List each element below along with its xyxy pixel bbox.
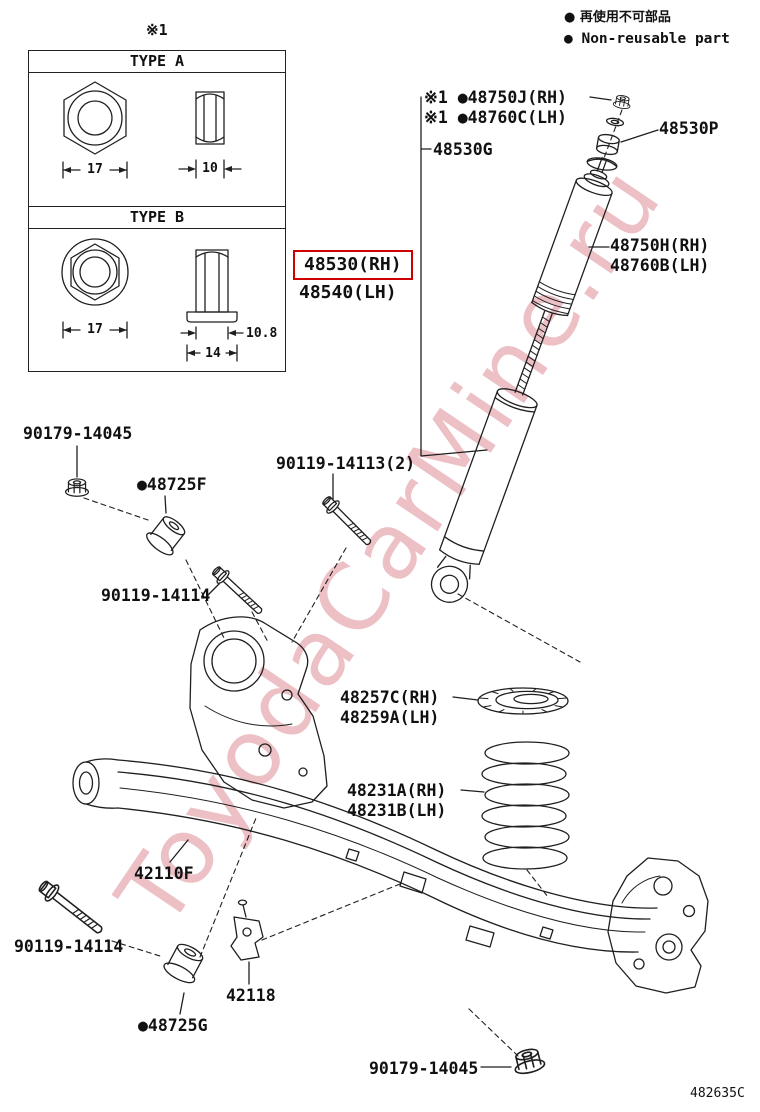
part-label-48750j-rh[interactable]: ※1 ●48750J(RH) <box>424 88 567 107</box>
part-label-90179-14045-bottom[interactable]: 90179-14045 <box>369 1059 479 1078</box>
part-label-48231a-rh[interactable]: 48231A(RH) <box>347 781 447 800</box>
dim-type-b-height: 10.8 <box>246 326 278 341</box>
spring-seat-drawing <box>477 687 569 715</box>
part-label-48540-lh[interactable]: 48540(LH) <box>299 282 397 303</box>
part-label-90119-14114-bottom[interactable]: 90119-14114 <box>14 937 124 956</box>
part-label-48725g[interactable]: ●48725G <box>138 1016 208 1035</box>
part-label-42118[interactable]: 42118 <box>226 986 276 1005</box>
dim-type-b-across-flats: 17 <box>87 322 103 337</box>
part-label-90119-14114-mid[interactable]: 90119-14114 <box>101 586 211 605</box>
part-label-42110f[interactable]: 42110F <box>134 864 194 883</box>
part-label-90179-14045-top[interactable]: 90179-14045 <box>23 424 133 443</box>
part-label-48760c-lh[interactable]: ※1 ●48760C(LH) <box>424 108 567 127</box>
dim-type-a-across-flats: 17 <box>87 162 103 177</box>
part-label-90119-14113[interactable]: 90119-14113(2) <box>276 454 416 473</box>
part-label-48231b-lh[interactable]: 48231B(LH) <box>347 801 447 820</box>
shock-absorber-drawing <box>430 157 613 603</box>
coil-spring-drawing <box>481 741 570 870</box>
part-label-48530-rh-highlighted[interactable]: 48530(RH) <box>293 250 413 280</box>
nut-90179-bottom-drawing <box>510 1045 547 1077</box>
type-a-nut-drawings <box>63 81 225 155</box>
leader-lines <box>76 96 659 1068</box>
dim-type-b-flange: 14 <box>205 346 221 361</box>
shock-mount-parts-drawing <box>586 93 633 171</box>
bushing-48725f-drawing <box>146 516 186 556</box>
part-label-48750h-rh[interactable]: 48750H(RH) <box>610 236 710 255</box>
dimension-lines <box>62 159 244 362</box>
bushing-48725g-drawing <box>163 943 204 984</box>
bolt-14114-mid-drawing <box>208 562 267 619</box>
part-label-48259a-lh[interactable]: 48259A(LH) <box>340 708 440 727</box>
ref-note-1: ※1 <box>146 21 168 39</box>
bolt-14113-drawing <box>318 492 376 550</box>
nut-type-box: TYPE A TYPE B <box>28 50 286 372</box>
bolt-14114-bottom-drawing <box>34 876 108 940</box>
bracket-42118-drawing <box>230 899 264 961</box>
part-label-48530g[interactable]: 48530G <box>433 140 493 159</box>
axle-beam-drawing <box>72 616 709 994</box>
dim-type-a-height: 10 <box>202 161 218 176</box>
nut-90179-top-drawing <box>64 478 90 497</box>
type-a-header: TYPE A <box>29 51 285 73</box>
legend: ● 再使用不可部品 ● Non-reusable part <box>564 8 730 50</box>
part-label-48257c-rh[interactable]: 48257C(RH) <box>340 688 440 707</box>
assembly-dashed-lines <box>83 109 623 1057</box>
type-b-header: TYPE B <box>29 206 285 229</box>
legend-non-reusable-en: ● Non-reusable part <box>564 31 730 47</box>
part-label-48760b-lh[interactable]: 48760B(LH) <box>610 256 710 275</box>
type-b-nut-drawings <box>61 238 238 323</box>
legend-non-reusable-jp: ● 再使用不可部品 <box>564 10 671 25</box>
cushion-48530p-drawing <box>595 133 620 156</box>
part-label-48725f[interactable]: ●48725F <box>137 475 207 494</box>
part-label-48530p[interactable]: 48530P <box>659 119 719 138</box>
diagram-code: 482635C <box>690 1086 745 1101</box>
